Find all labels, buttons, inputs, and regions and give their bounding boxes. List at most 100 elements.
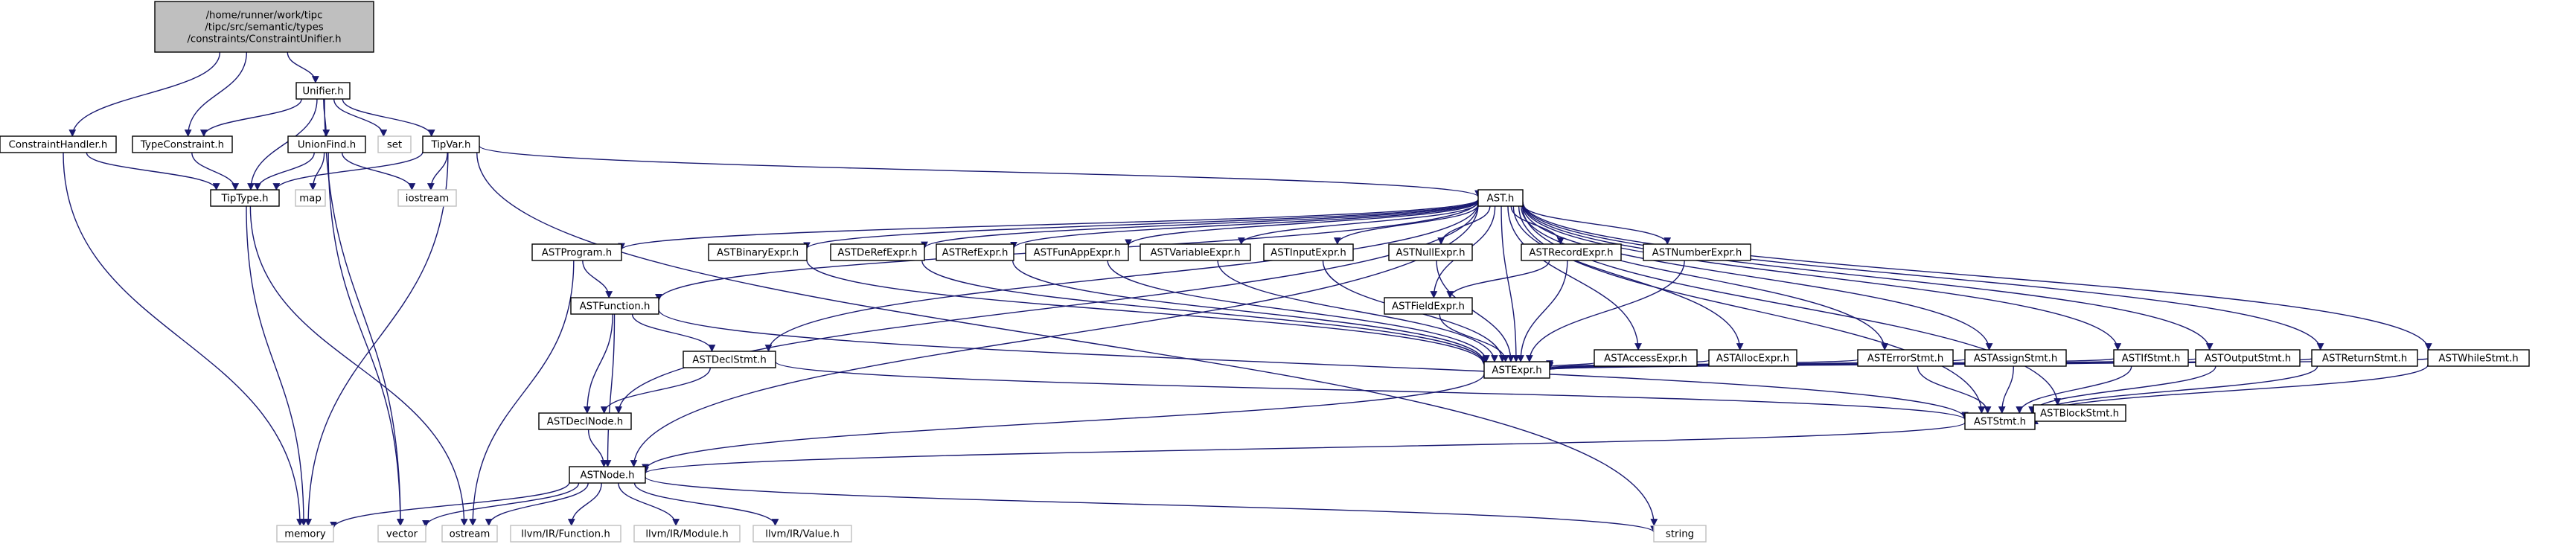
node-box-map bbox=[295, 189, 326, 207]
node-map: map bbox=[295, 189, 326, 207]
node-astblockstmt[interactable]: ASTBlockStmt.h bbox=[2033, 404, 2126, 422]
node-astaccessexpr[interactable]: ASTAccessExpr.h bbox=[1594, 349, 1698, 367]
edge-ast-to-astbinaryexpr bbox=[803, 199, 1479, 250]
node-astnumberexpr[interactable]: ASTNumberExpr.h bbox=[1643, 243, 1751, 261]
node-box-aststmt bbox=[1964, 412, 2036, 430]
node-asterrorstmt[interactable]: ASTErrorStmt.h bbox=[1857, 349, 1954, 367]
node-box-astaccessexpr bbox=[1594, 349, 1698, 367]
node-box-astoutputstmt bbox=[2195, 349, 2301, 367]
node-box-root bbox=[154, 1, 374, 53]
node-string: string bbox=[1653, 525, 1707, 543]
node-box-tipvar bbox=[422, 135, 480, 153]
node-astassignstmt[interactable]: ASTAssignStmt.h bbox=[1964, 349, 2067, 367]
node-ostream: ostream bbox=[441, 525, 498, 543]
node-box-astassignstmt bbox=[1964, 349, 2067, 367]
node-astbinaryexpr[interactable]: ASTBinaryExpr.h bbox=[708, 243, 808, 261]
node-astdeclstmt[interactable]: ASTDeclStmt.h bbox=[683, 351, 776, 368]
edge-astfunction-to-astnode bbox=[604, 313, 616, 467]
node-astnode[interactable]: ASTNode.h bbox=[569, 466, 646, 484]
node-astnullexpr[interactable]: ASTNullExpr.h bbox=[1388, 243, 1473, 261]
node-astfunappexpr[interactable]: ASTFunAppExpr.h bbox=[1025, 243, 1129, 261]
node-box-astrefexpr bbox=[936, 243, 1014, 261]
edge-root-to-constrainthandler bbox=[68, 51, 221, 137]
node-box-astderefexpr bbox=[830, 243, 925, 261]
edge-ast-to-astnullexpr bbox=[1437, 205, 1491, 245]
node-box-astfieldexpr bbox=[1384, 297, 1473, 315]
node-box-typeconstraint bbox=[132, 135, 233, 153]
node-astprogram[interactable]: ASTProgram.h bbox=[531, 243, 622, 261]
edge-astnullexpr-to-astexpr bbox=[1436, 260, 1515, 362]
edge-tiptype-to-memory bbox=[246, 205, 307, 526]
edge-constrainthandler-to-memory bbox=[63, 152, 304, 526]
node-box-set bbox=[377, 135, 412, 153]
edge-ast-to-aststmt bbox=[1518, 205, 1986, 414]
node-astfieldexpr[interactable]: ASTFieldExpr.h bbox=[1384, 297, 1473, 315]
edge-tipvar-to-iostream bbox=[426, 152, 448, 191]
node-astfunction[interactable]: ASTFunction.h bbox=[570, 297, 659, 315]
node-box-astvariableexpr bbox=[1140, 243, 1251, 261]
node-box-astdeclnode bbox=[538, 412, 632, 430]
node-astderefexpr[interactable]: ASTDeRefExpr.h bbox=[830, 243, 925, 261]
edge-astnode-to-vector bbox=[422, 482, 580, 528]
edge-tipvar-to-tiptype bbox=[272, 151, 424, 191]
node-label-astfieldexpr: ASTFieldExpr.h bbox=[1392, 301, 1465, 313]
node-tiptype[interactable]: TipType.h bbox=[210, 189, 280, 207]
node-label-root-2: /constraints/ConstraintUnifier.h bbox=[187, 34, 341, 45]
edge-aststmt-to-astnode bbox=[642, 422, 1966, 475]
node-label-ast: AST.h bbox=[1487, 194, 1515, 205]
node-box-astdeclstmt bbox=[683, 351, 776, 368]
edge-astnode-to-memory bbox=[330, 482, 570, 529]
node-typeconstraint[interactable]: TypeConstraint.h bbox=[132, 135, 233, 153]
edge-ast-to-astfunappexpr bbox=[1125, 200, 1479, 247]
node-astvariableexpr[interactable]: ASTVariableExpr.h bbox=[1140, 243, 1251, 261]
node-box-astinputexpr bbox=[1263, 243, 1354, 261]
node-aststmt[interactable]: ASTStmt.h bbox=[1964, 412, 2036, 430]
edge-astfunction-to-aststmt bbox=[658, 309, 1969, 420]
node-astrecordexpr[interactable]: ASTRecordExpr.h bbox=[1521, 243, 1622, 261]
edge-astderefexpr-to-astexpr bbox=[921, 260, 1488, 365]
node-astinputexpr[interactable]: ASTInputExpr.h bbox=[1263, 243, 1354, 261]
node-astwhilestmt[interactable]: ASTWhileStmt.h bbox=[2427, 349, 2530, 367]
node-astdeclnode[interactable]: ASTDeclNode.h bbox=[538, 412, 632, 430]
node-astifstmt[interactable]: ASTIfStmt.h bbox=[2113, 349, 2189, 367]
node-astrefexpr[interactable]: ASTRefExpr.h bbox=[936, 243, 1014, 261]
node-box-astexpr bbox=[1483, 361, 1550, 379]
edge-astnode-to-llvmvalue bbox=[633, 482, 779, 526]
edge-unifier-to-tiptype bbox=[247, 98, 318, 191]
edge-astnode-to-llvmfunction bbox=[567, 482, 602, 526]
node-box-astwhilestmt bbox=[2427, 349, 2530, 367]
node-label-memory: memory bbox=[284, 529, 326, 540]
edge-ast-to-astallocexpr bbox=[1512, 205, 1744, 351]
node-label-astnumberexpr: ASTNumberExpr.h bbox=[1652, 248, 1742, 259]
node-label-astexpr: ASTExpr.h bbox=[1492, 365, 1541, 377]
edge-astbinaryexpr-to-astexpr bbox=[806, 260, 1488, 366]
edge-astdeclstmt-to-astdeclnode bbox=[600, 367, 711, 414]
node-ast[interactable]: AST.h bbox=[1477, 189, 1524, 207]
node-label-astdeclstmt: ASTDeclStmt.h bbox=[692, 355, 767, 366]
nodes-layer: /home/runner/work/tipc/tipc/src/semantic… bbox=[0, 1, 2530, 543]
node-tipvar[interactable]: TipVar.h bbox=[422, 135, 480, 153]
node-label-astinputexpr: ASTInputExpr.h bbox=[1271, 248, 1346, 259]
node-label-astdeclnode: ASTDeclNode.h bbox=[547, 417, 623, 428]
node-box-vector bbox=[377, 525, 426, 543]
node-label-astrefexpr: ASTRefExpr.h bbox=[942, 248, 1009, 259]
node-box-ast bbox=[1477, 189, 1524, 207]
edge-ast-to-astifstmt bbox=[1522, 203, 2122, 351]
edge-ast-to-astvariableexpr bbox=[1237, 202, 1479, 245]
node-astoutputstmt[interactable]: ASTOutputStmt.h bbox=[2195, 349, 2301, 367]
node-label-astfunappexpr: ASTFunAppExpr.h bbox=[1033, 248, 1120, 259]
edge-astassignstmt-to-aststmt bbox=[1998, 365, 2014, 414]
node-unionfind[interactable]: UnionFind.h bbox=[287, 135, 366, 153]
edge-root-to-unifier bbox=[287, 51, 319, 83]
node-astexpr[interactable]: ASTExpr.h bbox=[1483, 361, 1550, 379]
node-box-constrainthandler bbox=[0, 135, 117, 153]
node-astallocexpr[interactable]: ASTAllocExpr.h bbox=[1708, 349, 1797, 367]
node-constrainthandler[interactable]: ConstraintHandler.h bbox=[0, 135, 117, 153]
node-box-llvmvalue bbox=[752, 525, 852, 543]
node-label-astbinaryexpr: ASTBinaryExpr.h bbox=[717, 248, 799, 259]
node-unifier[interactable]: Unifier.h bbox=[295, 82, 351, 100]
edge-unionfind-to-iostream bbox=[341, 152, 416, 191]
edge-astrecordexpr-to-astfieldexpr bbox=[1446, 260, 1550, 298]
node-astreturnstmt[interactable]: ASTReturnStmt.h bbox=[2311, 349, 2418, 367]
edge-ast-to-astprogram bbox=[618, 199, 1479, 251]
